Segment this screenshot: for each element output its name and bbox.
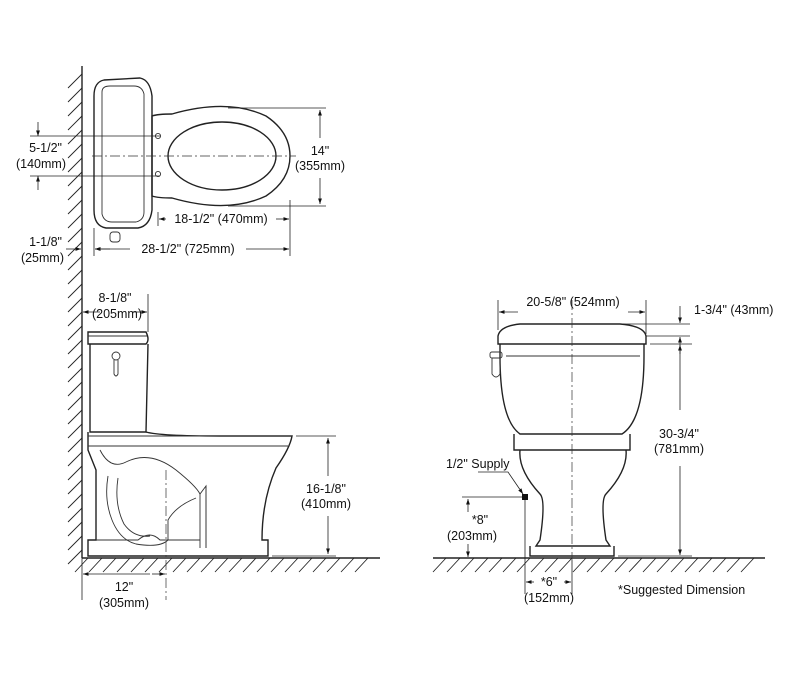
dim-wall-gap: 1-1/8" (25mm) (21, 228, 110, 265)
dim-rim-height-imperial: 16-1/8" (306, 482, 346, 496)
dim-bowl-length-label: 18-1/2" (470mm) (174, 212, 267, 226)
dim-overall-height-metric: (781mm) (654, 442, 704, 456)
dim-bowl-width: 14" (355mm) (228, 107, 345, 207)
dim-wall-gap-metric: (25mm) (21, 251, 64, 265)
dim-tank-width: 20-5/8" (524mm) (497, 295, 647, 334)
dim-tank-offset-imperial: 5-1/2" (29, 141, 62, 155)
dim-tank-width-label: 20-5/8" (524mm) (526, 295, 619, 309)
dim-rough-in-metric: (305mm) (99, 596, 149, 610)
dim-bowl-length: 18-1/2" (470mm) (157, 200, 291, 226)
dim-tank-depth-metric: (205mm) (92, 307, 142, 321)
dim-rim-height-metric: (410mm) (301, 497, 351, 511)
dim-bowl-width-metric: (355mm) (295, 159, 345, 173)
supply-callout: 1/2" Supply (446, 457, 528, 500)
footnote: *Suggested Dimension (618, 583, 745, 597)
dim-rim-height: 16-1/8" (410mm) (272, 435, 351, 557)
dim-bowl-width-imperial: 14" (311, 144, 329, 158)
dim-rough-in: 12" (305mm) (81, 470, 167, 610)
dim-supply-height-imperial: *8" (472, 513, 488, 527)
dim-overall-depth: 28-1/2" (725mm) (95, 226, 291, 256)
supply-point-marker (522, 494, 528, 500)
left-wall (67, 66, 83, 565)
side-floor (74, 557, 380, 573)
front-floor (432, 557, 765, 573)
dim-supply-height: *8" (203mm) (447, 496, 522, 557)
dim-tank-offset: 5-1/2" (140mm) (16, 122, 160, 190)
dim-lid-height: 1-3/4" (43mm) (620, 303, 773, 354)
dim-rough-in-imperial: 12" (115, 580, 133, 594)
dim-wall-gap-imperial: 1-1/8" (29, 235, 62, 249)
dim-overall-depth-label: 28-1/2" (725mm) (141, 242, 234, 256)
front-view-toilet (489, 300, 647, 560)
top-view-toilet (92, 77, 296, 243)
dim-overall-height-imperial: 30-3/4" (659, 427, 699, 441)
dim-supply-offset-imperial: *6" (541, 575, 557, 589)
dim-tank-depth: 8-1/8" (205mm) (83, 291, 149, 332)
supply-label: 1/2" Supply (446, 457, 510, 471)
dim-tank-depth-imperial: 8-1/8" (99, 291, 132, 305)
dim-overall-height: 30-3/4" (781mm) (618, 343, 704, 557)
dim-supply-height-metric: (203mm) (447, 529, 497, 543)
dim-supply-offset: *6" (152mm) (524, 500, 574, 605)
dim-lid-height-label: 1-3/4" (43mm) (694, 303, 773, 317)
dim-supply-offset-metric: (152mm) (524, 591, 574, 605)
side-view-toilet (87, 331, 293, 557)
dim-tank-offset-metric: (140mm) (16, 157, 66, 171)
